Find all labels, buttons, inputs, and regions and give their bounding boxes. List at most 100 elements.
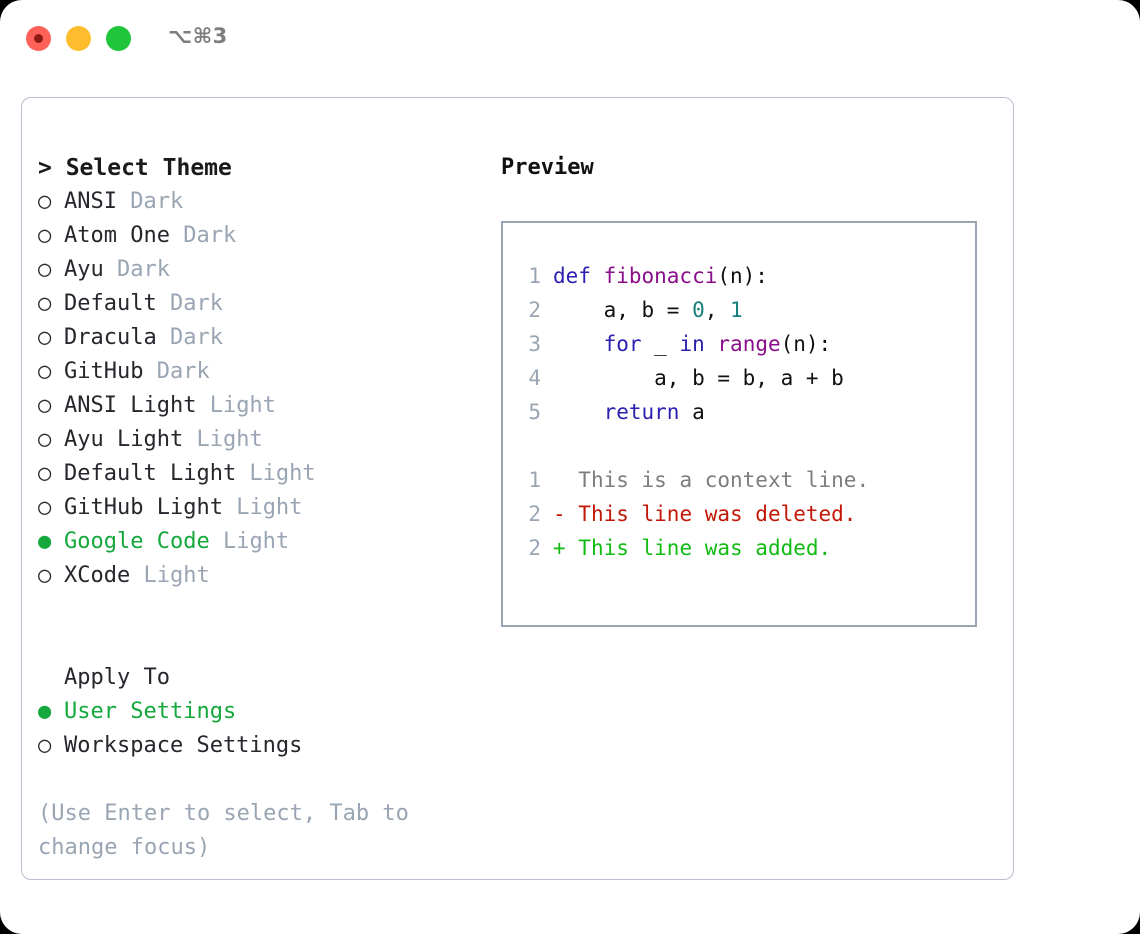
theme-option-name: ANSI Light bbox=[64, 393, 197, 418]
radio-selected-icon: ● bbox=[38, 529, 52, 554]
theme-option-name: Ayu bbox=[64, 257, 104, 282]
theme-option[interactable]: ○Default Dark bbox=[38, 287, 478, 321]
line-number: 2 bbox=[528, 502, 541, 526]
code-line: 4 a, b = b, a + b bbox=[513, 361, 975, 395]
apply-to-list[interactable]: ● User Settings ○ Workspace Settings bbox=[38, 695, 478, 763]
diff-line: 2- This line was deleted. bbox=[513, 497, 975, 531]
theme-option-tag: Dark bbox=[143, 359, 210, 384]
theme-option-name: XCode bbox=[64, 563, 131, 588]
diff-sample: 1 This is a context line.2- This line wa… bbox=[513, 463, 975, 565]
theme-option[interactable]: ○Dracula Dark bbox=[38, 321, 478, 355]
theme-option-name: Default bbox=[64, 291, 157, 316]
theme-option-tag: Light bbox=[222, 495, 303, 520]
minimize-window-button[interactable] bbox=[66, 26, 91, 51]
code-token: fibonacci bbox=[603, 264, 718, 288]
code-token: (n): bbox=[780, 332, 832, 356]
theme-option[interactable]: ○ GitHub Dark bbox=[38, 355, 478, 389]
radio-unselected-icon: ○ bbox=[38, 257, 52, 282]
theme-option[interactable]: ○ANSI Light Light bbox=[38, 389, 478, 423]
diff-sign: - bbox=[553, 502, 579, 526]
radio-unselected-icon: ○ bbox=[38, 393, 52, 418]
diff-sign: + bbox=[553, 536, 579, 560]
content-panel: > Select Theme ○ANSI Dark○Atom One Dark○… bbox=[21, 97, 1014, 880]
theme-list[interactable]: ○ANSI Dark○Atom One Dark○Ayu Dark○Defaul… bbox=[38, 185, 478, 593]
theme-option-name: Dracula bbox=[64, 325, 157, 350]
theme-option[interactable]: ○XCode Light bbox=[38, 559, 478, 593]
line-number: 1 bbox=[528, 264, 541, 288]
line-number: 4 bbox=[528, 366, 541, 390]
code-token: in bbox=[679, 332, 705, 356]
code-token: return bbox=[603, 400, 680, 424]
radio-unselected-icon: ○ bbox=[38, 733, 52, 758]
preview-heading: Preview bbox=[501, 155, 594, 180]
apply-to-option[interactable]: ● User Settings bbox=[38, 695, 478, 729]
code-token: for bbox=[603, 332, 642, 356]
theme-picker-column: > Select Theme ○ANSI Dark○Atom One Dark○… bbox=[38, 151, 478, 865]
code-token bbox=[553, 400, 604, 424]
apply-to-option-name: User Settings bbox=[64, 699, 237, 724]
apply-to-option[interactable]: ○ Workspace Settings bbox=[38, 729, 478, 763]
line-number: 3 bbox=[528, 332, 541, 356]
radio-unselected-icon: ○ bbox=[38, 189, 52, 214]
code-token: _ bbox=[641, 332, 680, 356]
radio-unselected-icon: ○ bbox=[38, 461, 52, 486]
theme-option-name: Default Light bbox=[64, 461, 237, 486]
code-token: def bbox=[553, 264, 604, 288]
theme-option-tag: Light bbox=[236, 461, 316, 486]
theme-option-name: Google Code bbox=[64, 529, 210, 554]
radio-unselected-icon: ○ bbox=[38, 223, 52, 248]
code-line: 1 def fibonacci(n): bbox=[513, 259, 975, 293]
theme-option-tag: Dark bbox=[169, 223, 237, 248]
theme-option-name: ANSI bbox=[64, 189, 117, 214]
theme-option-tag: Dark bbox=[156, 325, 223, 350]
maximize-window-button[interactable] bbox=[106, 26, 131, 51]
apply-to-option-name: Workspace Settings bbox=[64, 733, 303, 758]
diff-sign bbox=[553, 468, 578, 492]
theme-option-name: GitHub Light bbox=[64, 495, 223, 520]
diff-line: 2 + This line was added. bbox=[513, 531, 975, 565]
apply-to-section: Apply To ●User Settings○Workspace Settin… bbox=[38, 661, 478, 763]
line-number: 5 bbox=[528, 400, 541, 424]
code-token: range bbox=[717, 332, 781, 356]
line-number: 2 bbox=[528, 536, 541, 560]
code-token: 1 bbox=[730, 298, 743, 322]
title-bar: ⌥⌘3 bbox=[0, 0, 1140, 76]
radio-unselected-icon: ○ bbox=[38, 563, 52, 588]
theme-option[interactable]: ○ANSI Dark bbox=[38, 185, 478, 219]
theme-option-tag: Light bbox=[209, 529, 290, 554]
radio-selected-icon: ● bbox=[38, 699, 52, 724]
theme-option[interactable]: ○Atom One Dark bbox=[38, 219, 478, 253]
diff-line: 1 This is a context line. bbox=[513, 463, 975, 497]
theme-option[interactable]: ○ Default Light Light bbox=[38, 457, 478, 491]
code-token: , bbox=[704, 298, 731, 322]
code-spacer bbox=[513, 429, 975, 463]
theme-option-tag: Light bbox=[183, 427, 263, 452]
theme-option-name: GitHub bbox=[64, 359, 144, 384]
keyboard-hint-text: (Use Enter to select, Tab to change focu… bbox=[38, 801, 423, 860]
keyboard-shortcut-label: ⌥⌘3 bbox=[168, 24, 228, 48]
code-line: 2 a, b = 0, 1 bbox=[513, 293, 975, 327]
theme-option-tag: Dark bbox=[103, 257, 170, 282]
window-controls bbox=[26, 26, 131, 51]
radio-unselected-icon: ○ bbox=[38, 359, 52, 384]
code-token: a, b = b, a + b bbox=[553, 366, 844, 390]
diff-text: This line was added. bbox=[578, 536, 832, 560]
close-window-button[interactable] bbox=[26, 26, 51, 51]
code-token: (n): bbox=[717, 264, 768, 288]
code-token: 0 bbox=[692, 298, 705, 322]
diff-text: This is a context line. bbox=[578, 468, 870, 492]
code-token: a bbox=[679, 400, 705, 424]
code-line: 5 return a bbox=[513, 395, 975, 429]
theme-option[interactable]: ○ Ayu Dark bbox=[38, 253, 478, 287]
code-token: a, b = bbox=[553, 298, 693, 322]
line-number: 1 bbox=[528, 468, 541, 492]
theme-option[interactable]: ○Ayu Light Light bbox=[38, 423, 478, 457]
select-theme-heading: > Select Theme bbox=[38, 155, 232, 181]
close-icon bbox=[34, 34, 43, 43]
theme-option-tag: Dark bbox=[156, 291, 223, 316]
theme-option[interactable]: ○GitHub Light Light bbox=[38, 491, 478, 525]
theme-option[interactable]: ● Google Code Light bbox=[38, 525, 478, 559]
